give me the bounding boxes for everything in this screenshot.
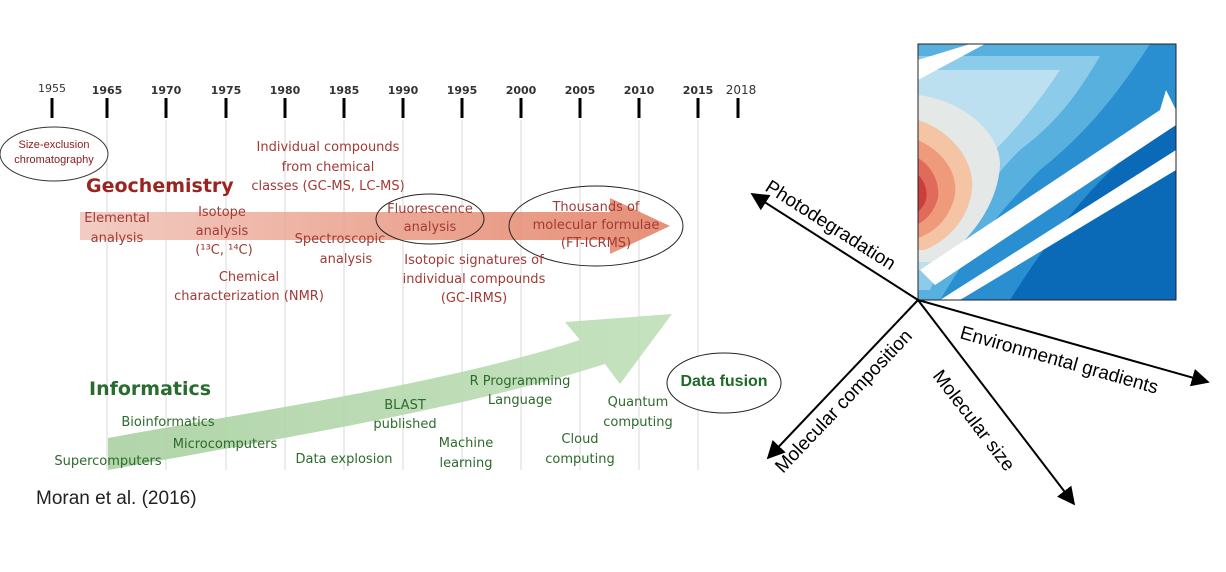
label-individual-compounds: classes (GC-MS, LC-MS) [251, 179, 404, 194]
year-label: 2018 [726, 83, 757, 97]
label-fluorescence: analysis [404, 220, 457, 235]
label-individual-compounds: Individual compounds [257, 140, 400, 155]
year-label: 2010 [624, 84, 655, 97]
label-quantum-computing: Quantum [608, 395, 669, 410]
timeline-years: 1955 1965 1970 1975 1980 1985 1990 1995 … [38, 82, 756, 97]
geochemistry-labels: Elemental analysis Isotope analysis (¹³C… [84, 140, 684, 306]
geochemistry-heading: Geochemistry [86, 175, 234, 197]
label-isotopic-signatures: (GC-IRMS) [441, 291, 507, 306]
size-exclusion-event: Size-exclusion chromatography [0, 126, 109, 182]
year-label: 1985 [329, 84, 360, 97]
timeline-ticks [50, 98, 740, 118]
dimension-axes [750, 193, 1210, 506]
label-chemical: characterization (NMR) [174, 289, 324, 304]
citation: Moran et al. (2016) [36, 488, 197, 509]
label-isotopic-signatures: individual compounds [403, 272, 546, 287]
year-label: 2000 [506, 84, 537, 97]
label-spectroscopic: Spectroscopic [295, 232, 386, 247]
label-isotopic-signatures: Isotopic signatures of [404, 253, 544, 268]
informatics-labels: Bioinformatics Microcomputers Supercompu… [54, 374, 672, 471]
label-thousands: Thousands of [551, 200, 639, 215]
label-fluorescence: Fluorescence [387, 202, 473, 217]
label-bioinformatics: Bioinformatics [121, 415, 214, 430]
heatmap [918, 44, 1176, 300]
label-isotope-sub: (¹³C, ¹⁴C) [195, 243, 252, 258]
label-machine-learning: Machine [439, 436, 493, 451]
axis-label-molecular-composition: Molecular composition [771, 326, 916, 478]
year-label: 1975 [211, 84, 242, 97]
label-machine-learning: learning [439, 456, 492, 471]
geochemistry-arrow [80, 198, 670, 254]
size-exclusion-label: chromatography [14, 154, 94, 166]
label-blast: published [373, 417, 436, 432]
year-label: 1955 [38, 82, 66, 95]
timeline-guides [106, 120, 699, 470]
label-thousands: molecular formulae [533, 218, 660, 233]
axis-label-molecular-size: Molecular size [928, 366, 1019, 475]
label-microcomputers: Microcomputers [173, 437, 278, 452]
label-elemental: Elemental [84, 211, 149, 226]
label-chemical: Chemical [219, 270, 279, 285]
label-supercomputers: Supercomputers [54, 454, 161, 469]
label-spectroscopic: analysis [320, 252, 373, 267]
label-isotope: analysis [196, 224, 249, 239]
data-fusion: Data fusion [666, 352, 782, 414]
axis-label-photodegradation: Photodegradation [761, 177, 899, 275]
informatics-arrow [108, 314, 672, 470]
year-label: 1970 [151, 84, 182, 97]
size-exclusion-label: Size-exclusion [19, 139, 90, 151]
label-thousands: (FT-ICRMS) [561, 236, 631, 251]
year-label: 1990 [388, 84, 419, 97]
label-elemental: analysis [91, 231, 144, 246]
year-label: 1995 [447, 84, 478, 97]
label-cloud-computing: computing [545, 452, 614, 467]
label-r-programming: Language [488, 393, 552, 408]
year-label: 1980 [270, 84, 301, 97]
label-r-programming: R Programming [470, 374, 571, 389]
heatmap-border [917, 43, 1177, 301]
label-cloud-computing: Cloud [561, 432, 598, 447]
label-quantum-computing: computing [603, 415, 672, 430]
year-label: 2015 [683, 84, 714, 97]
label-isotope: Isotope [198, 205, 246, 220]
year-label: 2005 [565, 84, 596, 97]
label-data-explosion: Data explosion [295, 452, 392, 467]
label-blast: BLAST [384, 398, 426, 413]
informatics-heading: Informatics [89, 378, 211, 400]
label-individual-compounds: from chemical [282, 160, 375, 175]
data-fusion-label: Data fusion [680, 373, 767, 390]
year-label: 1965 [92, 84, 123, 97]
